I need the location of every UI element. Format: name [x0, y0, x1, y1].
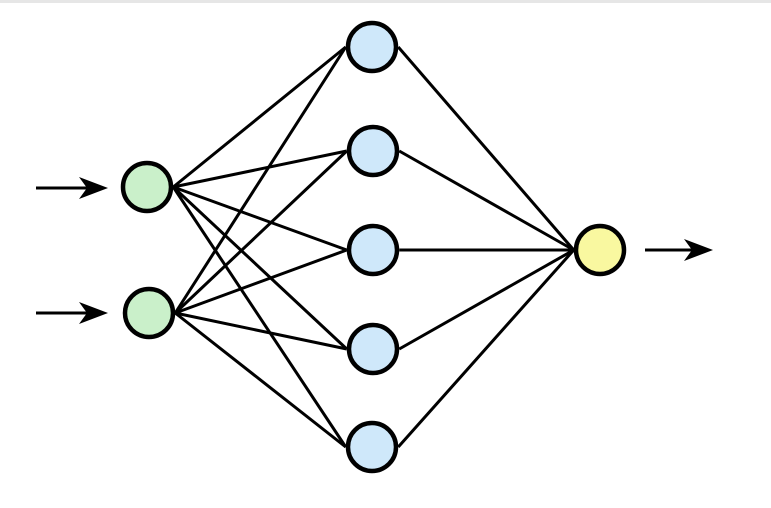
input-arrow-1-head: [79, 177, 108, 199]
edge-input-1-hidden-3: [172, 185, 348, 252]
hidden-5-node: [345, 420, 399, 474]
output-1-node: [573, 223, 627, 277]
edge-input-1-hidden-2: [172, 149, 348, 189]
edge-input-1-hidden-5: [172, 186, 347, 448]
edge-input-2-hidden-4: [174, 311, 348, 351]
hidden-1-node: [345, 20, 399, 74]
edge-input-1-hidden-1: [172, 45, 347, 189]
edge-hidden-4-output-1: [398, 248, 575, 351]
edge-hidden-1-output-1: [397, 46, 575, 251]
input-2-node: [122, 286, 176, 340]
input-1-node: [120, 160, 174, 214]
output-arrow-head: [684, 239, 713, 261]
edge-input-2-hidden-5: [174, 311, 347, 449]
edge-input-2-hidden-1: [173, 46, 348, 314]
edge-input-1-hidden-4: [172, 185, 348, 351]
edge-input-2-hidden-2: [174, 149, 348, 315]
window-top-border: [0, 0, 771, 3]
edge-hidden-2-output-1: [398, 149, 575, 252]
hidden-3-node: [346, 223, 400, 277]
edge-input-2-hidden-3: [174, 248, 348, 315]
hidden-2-node: [346, 124, 400, 178]
hidden-4-node: [346, 322, 400, 376]
edge-hidden-5-output-1: [397, 249, 575, 448]
input-arrow-2-head: [79, 302, 108, 324]
